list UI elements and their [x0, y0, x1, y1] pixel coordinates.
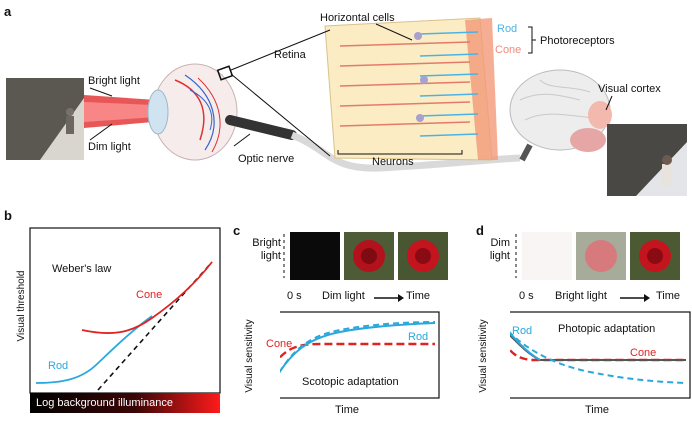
d-caption: Photopic adaptation: [558, 323, 656, 335]
photoreceptors-label: Photoreceptors: [540, 35, 615, 47]
b-ylabel: Visual threshold: [16, 270, 27, 342]
panel-d-figure: [510, 232, 691, 399]
d-ylabel: Visual sensitivity: [478, 319, 489, 393]
b-xlabel: Log background illuminance: [36, 397, 173, 409]
d-time-start: 0 s: [519, 290, 534, 302]
weber-annotation: Weber's law: [52, 263, 112, 275]
c-top-label-2: light: [260, 250, 281, 262]
c-caption: Scotopic adaptation: [302, 376, 399, 388]
d-top-label-1: Dim: [490, 237, 510, 249]
right-room-photo: [607, 124, 687, 196]
eye: [147, 63, 238, 161]
rod-label: Rod: [497, 23, 518, 35]
cone-curve: [81, 261, 213, 335]
panel-b-letter: b: [4, 208, 12, 223]
c-xlabel: Time: [335, 404, 360, 416]
c-rose-image-1: [344, 232, 394, 280]
c-time-label: Time: [406, 290, 431, 302]
c-time-start: 0 s: [287, 290, 302, 302]
d-time-label: Time: [656, 290, 681, 302]
panel-c-figure: [280, 232, 448, 399]
horizontal-cells-label: Horizontal cells: [320, 12, 395, 24]
cone-label: Cone: [495, 44, 522, 56]
d-bright-image: [522, 232, 572, 280]
neurons-label: Neurons: [372, 156, 414, 168]
panel-b-chart: [29, 227, 221, 413]
bright-light-label: Bright light: [88, 75, 140, 87]
c-dark-image: [290, 232, 340, 280]
c-ylabel: Visual sensitivity: [244, 319, 255, 393]
weber-line: [97, 261, 213, 391]
d-cone-label: Cone: [630, 347, 657, 359]
left-room-photo: [6, 78, 84, 160]
d-condition: Bright light: [555, 290, 607, 302]
c-rose-image-2: [398, 232, 448, 280]
panel-a-illustration: [6, 17, 687, 196]
c-top-label-1: Bright: [252, 237, 281, 249]
d-rod-dashed: [510, 331, 687, 384]
c-cone-curve: [280, 342, 435, 360]
illuminance-gradient-bar: [30, 393, 220, 413]
c-cone-label: Cone: [266, 338, 293, 350]
d-xlabel: Time: [585, 404, 610, 416]
b-cone-label: Cone: [136, 289, 163, 301]
d-rod-label: Rod: [512, 325, 533, 337]
rod-curve: [35, 315, 153, 384]
c-condition: Dim light: [322, 290, 365, 302]
brain: [509, 69, 612, 162]
d-top-label-2: light: [489, 250, 510, 262]
panel-d-letter: d: [476, 223, 484, 238]
d-rose-image-2: [630, 232, 680, 280]
visual-cortex-label: Visual cortex: [598, 83, 661, 95]
d-rose-image-1: [576, 232, 626, 280]
c-rod-label: Rod: [408, 331, 429, 343]
optic-nerve-label: Optic nerve: [238, 153, 295, 165]
panel-a-letter: a: [4, 4, 12, 19]
retina-zoom: [324, 17, 498, 161]
d-rod-curve: [510, 331, 541, 361]
optic-nerve: [225, 115, 297, 140]
panel-c-letter: c: [233, 223, 241, 238]
c-rod-curve: [280, 322, 436, 374]
b-rod-label: Rod: [48, 360, 69, 372]
dim-light-label: Dim light: [88, 141, 131, 153]
retina-label: Retina: [274, 49, 306, 61]
